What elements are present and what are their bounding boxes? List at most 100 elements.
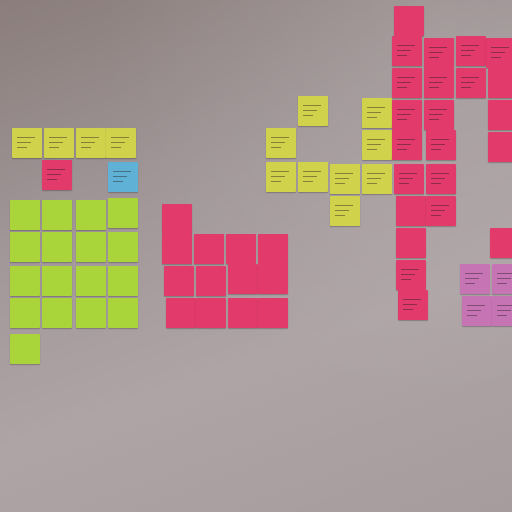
handwriting-scribble xyxy=(401,269,419,270)
handwriting-scribble xyxy=(17,142,31,143)
handwriting-scribble xyxy=(303,115,313,116)
handwriting-scribble xyxy=(461,50,475,51)
sticky-note xyxy=(362,98,392,128)
handwriting-scribble xyxy=(17,137,35,138)
handwriting-scribble xyxy=(113,171,131,172)
handwriting-scribble xyxy=(429,82,443,83)
sticky-note xyxy=(76,298,106,328)
handwriting-scribble xyxy=(271,147,281,148)
handwriting-scribble xyxy=(111,137,129,138)
handwriting-scribble xyxy=(397,144,411,145)
sticky-note xyxy=(162,234,192,264)
sticky-note xyxy=(196,266,226,296)
sticky-note xyxy=(266,128,296,158)
handwriting-scribble xyxy=(431,215,441,216)
handwriting-scribble xyxy=(429,114,443,115)
sticky-note xyxy=(76,266,106,296)
handwriting-scribble xyxy=(497,310,511,311)
handwriting-scribble xyxy=(397,114,411,115)
sticky-note xyxy=(226,234,256,264)
sticky-note xyxy=(424,38,454,68)
handwriting-scribble xyxy=(399,178,413,179)
handwriting-scribble xyxy=(497,273,512,274)
handwriting-scribble xyxy=(335,183,345,184)
sticky-note xyxy=(424,68,454,98)
handwriting-scribble xyxy=(431,183,441,184)
handwriting-scribble xyxy=(47,169,65,170)
handwriting-scribble xyxy=(111,142,125,143)
sticky-note xyxy=(12,128,42,158)
handwriting-scribble xyxy=(271,142,285,143)
handwriting-scribble xyxy=(397,45,415,46)
handwriting-scribble xyxy=(397,50,411,51)
handwriting-scribble xyxy=(367,183,377,184)
handwriting-scribble xyxy=(81,142,95,143)
sticky-note xyxy=(76,200,106,230)
sticky-note xyxy=(298,162,328,192)
handwriting-scribble xyxy=(461,55,471,56)
handwriting-scribble xyxy=(431,173,449,174)
handwriting-scribble xyxy=(429,87,439,88)
handwriting-scribble xyxy=(431,149,441,150)
sticky-note xyxy=(394,6,424,36)
handwriting-scribble xyxy=(429,77,447,78)
sticky-note xyxy=(362,130,392,160)
sticky-note xyxy=(10,334,40,364)
handwriting-scribble xyxy=(401,279,411,280)
sticky-note xyxy=(426,196,456,226)
sticky-note xyxy=(492,296,512,326)
sticky-note xyxy=(488,68,512,98)
sticky-note xyxy=(108,232,138,262)
handwriting-scribble xyxy=(303,110,317,111)
handwriting-scribble xyxy=(367,112,381,113)
handwriting-scribble xyxy=(397,119,407,120)
sticky-note xyxy=(392,36,422,66)
sticky-note xyxy=(258,264,288,294)
sticky-note xyxy=(398,290,428,320)
sticky-note xyxy=(258,234,288,264)
sticky-note xyxy=(330,164,360,194)
sticky-note xyxy=(76,232,106,262)
handwriting-scribble xyxy=(461,45,479,46)
sticky-note xyxy=(490,228,512,258)
handwriting-scribble xyxy=(113,176,127,177)
sticky-note xyxy=(486,38,512,68)
handwriting-scribble xyxy=(17,147,27,148)
handwriting-scribble xyxy=(367,139,385,140)
handwriting-scribble xyxy=(431,210,445,211)
handwriting-scribble xyxy=(113,181,123,182)
handwriting-scribble xyxy=(429,47,447,48)
handwriting-scribble xyxy=(497,305,512,306)
handwriting-scribble xyxy=(303,105,321,106)
handwriting-scribble xyxy=(491,52,505,53)
handwriting-scribble xyxy=(303,171,321,172)
sticky-note xyxy=(108,162,138,192)
handwriting-scribble xyxy=(467,305,485,306)
handwriting-scribble xyxy=(429,119,439,120)
handwriting-scribble xyxy=(397,139,415,140)
sticky-note xyxy=(392,130,422,160)
sticky-note xyxy=(196,298,226,328)
handwriting-scribble xyxy=(403,309,413,310)
handwriting-scribble xyxy=(497,278,511,279)
handwriting-scribble xyxy=(335,210,349,211)
handwriting-scribble xyxy=(397,55,407,56)
handwriting-scribble xyxy=(397,109,415,110)
sticky-note xyxy=(228,298,258,328)
handwriting-scribble xyxy=(397,149,407,150)
sticky-note xyxy=(426,130,456,160)
handwriting-scribble xyxy=(47,179,57,180)
sticky-note xyxy=(76,128,106,158)
sticky-note xyxy=(488,132,512,162)
sticky-note xyxy=(10,298,40,328)
sticky-note xyxy=(488,100,512,130)
sticky-note xyxy=(10,200,40,230)
handwriting-scribble xyxy=(271,176,285,177)
sticky-note xyxy=(166,298,196,328)
handwriting-scribble xyxy=(467,315,477,316)
sticky-note xyxy=(330,196,360,226)
handwriting-scribble xyxy=(429,52,443,53)
sticky-note xyxy=(42,232,72,262)
handwriting-scribble xyxy=(403,299,421,300)
